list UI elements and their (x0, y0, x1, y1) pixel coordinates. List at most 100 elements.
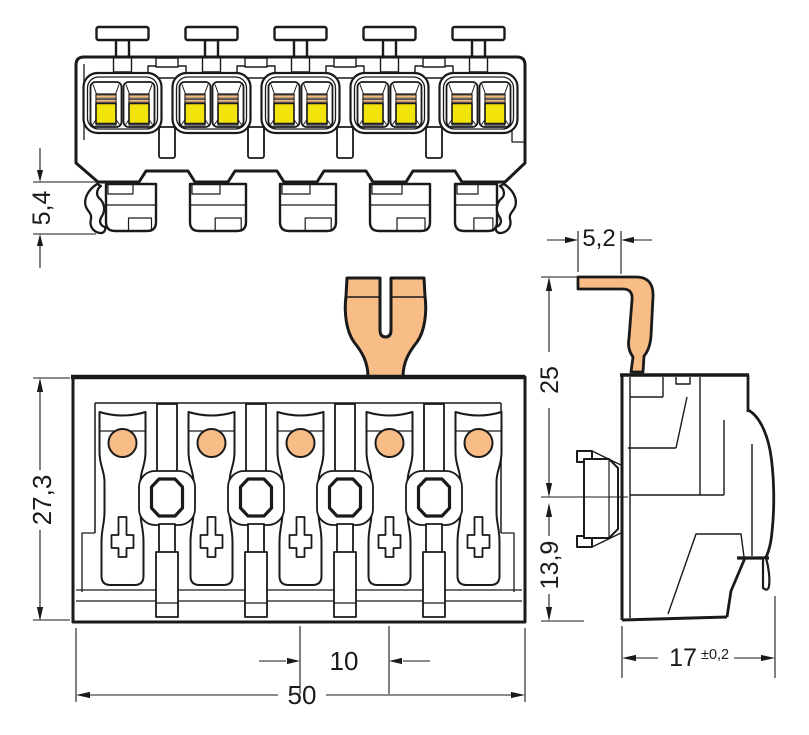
push-button-stem (470, 38, 487, 59)
button-slot (468, 56, 489, 73)
partition-tab (155, 57, 179, 68)
arrowhead (565, 236, 578, 244)
window-funnel-edge (92, 84, 120, 125)
gap-channel-foot (422, 551, 446, 618)
gap-channel (158, 523, 176, 555)
push-button-stem (292, 38, 309, 59)
mounting-hole (416, 477, 452, 518)
anchor-slot (466, 516, 491, 558)
anchor-slot (199, 516, 224, 558)
wire-entry-yellow-window (217, 102, 239, 125)
solder-pin-hole (285, 428, 316, 458)
clamp-spring-stripe (395, 99, 417, 103)
mounting-foot (188, 182, 248, 233)
push-button (273, 25, 328, 42)
terminal-pocket-inner (86, 76, 159, 130)
snap-latch-outer (747, 408, 776, 558)
push-button (184, 25, 239, 42)
copper-contact (576, 275, 655, 374)
dimension-mount-height: 13,9 (536, 503, 584, 622)
clamp-spring-stripe (184, 99, 206, 103)
foot-detail (371, 183, 403, 195)
arrowhead (76, 691, 90, 699)
partition-slot (425, 126, 443, 159)
wire-entry-yellow-window (395, 102, 417, 125)
extension-line (299, 626, 390, 694)
button-body (583, 458, 619, 539)
dim-depth-tolerance-label: ±0,2 (701, 647, 729, 663)
arrowhead (622, 654, 636, 662)
dimension-depth: 17 ±0,2 (621, 596, 776, 678)
foot-detail (127, 217, 153, 232)
clamp-spring-stripe (484, 94, 506, 99)
dim-pole-pitch-label: 10 (330, 646, 359, 676)
clamp-spring-stripe (484, 99, 506, 103)
partition-tab (244, 57, 268, 68)
button-slot (201, 56, 222, 73)
front-view (74, 25, 527, 235)
mounting-foot (278, 182, 338, 233)
mounting-foot (453, 182, 499, 233)
arrowhead (36, 378, 44, 392)
wiring-view (71, 276, 527, 624)
foot-detail (456, 183, 479, 195)
extension-line (621, 596, 776, 678)
dim-tab-offset-label: 5,2 (582, 225, 615, 252)
arrowhead (287, 657, 300, 665)
side-body-fill (622, 375, 774, 620)
dimensions: 5,4 27,3 50 10 (27, 148, 776, 710)
extension-line (577, 231, 622, 274)
foot-detail (473, 217, 494, 232)
mounting-hole (149, 477, 185, 518)
clamp-spring-stripe (95, 94, 117, 99)
dimension-foot-height: 5,4 (28, 148, 106, 268)
window-funnel-edge (359, 84, 387, 125)
arrowhead (36, 234, 44, 246)
dimension-body-height: 27,3 (27, 377, 70, 621)
dim-depth-label: 17 (669, 644, 697, 672)
dimension-total-width: 50 (75, 628, 526, 710)
solder-pin-hole (107, 428, 138, 458)
terminal-pocket-inner (353, 76, 426, 130)
solder-pin-hole (374, 428, 405, 458)
wire-entry-yellow-window (362, 102, 384, 125)
wire-entry-yellow-window (273, 102, 295, 125)
solder-tab (343, 276, 428, 379)
arrowhead (545, 607, 553, 621)
partition-slot (247, 126, 265, 159)
window-funnel-edge (392, 84, 420, 125)
arrowhead (511, 691, 525, 699)
clamp-spring-stripe (217, 99, 239, 103)
wire-entry-yellow-window (184, 102, 206, 125)
dimension-tab-offset: 5,2 (547, 225, 652, 274)
push-button (451, 25, 506, 42)
gap-channel (425, 523, 443, 555)
gap-channel (334, 403, 356, 473)
clamp-spring-stripe (362, 99, 384, 103)
arrowhead (36, 607, 44, 621)
arrowhead (36, 170, 44, 182)
extension-line (33, 377, 70, 621)
partition-slot (158, 126, 176, 159)
mounting-foot (368, 182, 432, 233)
gap-channel-foot (333, 551, 357, 618)
side-internal-lines (628, 377, 753, 618)
dim-body-height-label: 27,3 (27, 475, 57, 526)
button-slot (379, 56, 400, 73)
window-funnel-edge (214, 84, 242, 125)
button-slot (290, 56, 311, 73)
foot-detail (281, 183, 311, 195)
partition-tab (422, 57, 446, 68)
wall-line (511, 128, 525, 143)
push-button-side-profile (576, 450, 624, 548)
foot-detail (396, 217, 426, 232)
window-funnel-edge (448, 84, 476, 125)
arrowhead (389, 657, 402, 665)
window-funnel-edge (181, 84, 209, 125)
terminal-pocket-inner (264, 76, 337, 130)
gap-channel (423, 403, 445, 473)
clamp-spring-stripe (451, 99, 473, 103)
partition-slot (336, 126, 354, 159)
inner-frame-step (81, 532, 515, 592)
